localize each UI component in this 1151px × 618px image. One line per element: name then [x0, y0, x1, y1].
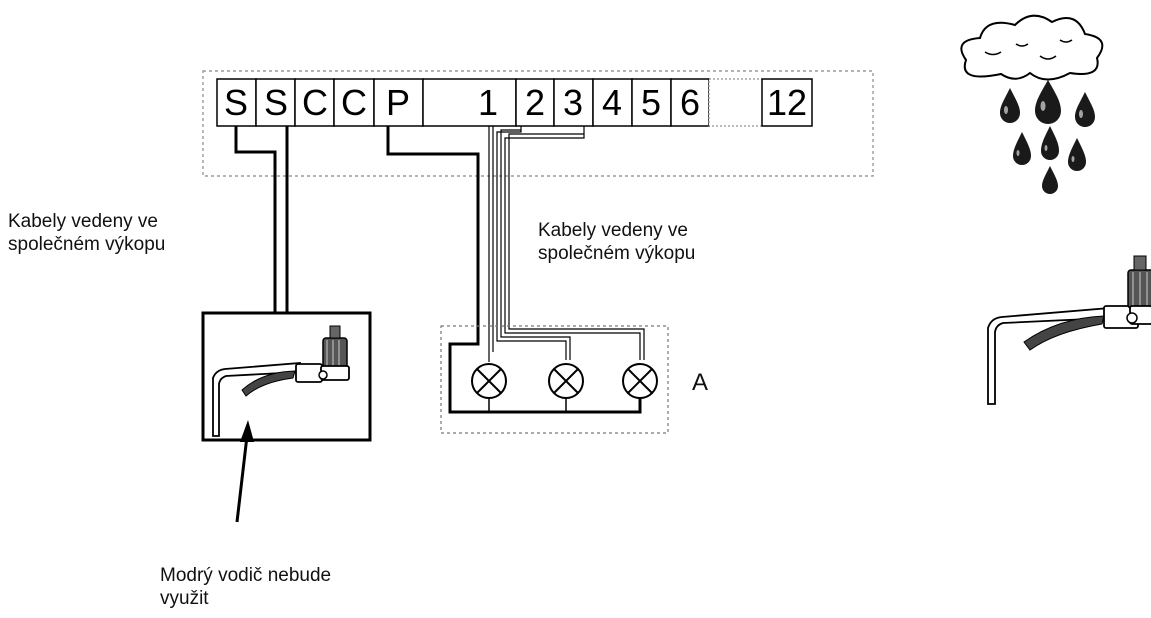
- sensor-wires: [234, 126, 289, 313]
- terminal-S1: [216, 78, 257, 127]
- terminal-2: [515, 78, 555, 127]
- common-wire: [386, 126, 642, 414]
- terminal-label-S2: S: [264, 82, 288, 123]
- rain-cloud-icon: [960, 14, 1104, 194]
- caption-center: Kabely vedeny ve společném výkopu: [538, 219, 695, 265]
- terminal-gap: [708, 78, 763, 127]
- arrow-up-icon: [235, 420, 254, 523]
- rain-sensor-icon: [212, 325, 350, 437]
- terminal-label-C1: C: [302, 82, 328, 123]
- valve-group-box: [440, 325, 669, 434]
- station-wires: [488, 126, 645, 362]
- terminal-label-1: 1: [478, 82, 498, 123]
- terminal-label-6: 6: [680, 82, 700, 123]
- terminal-label-S1: S: [224, 82, 248, 123]
- controller-outline: [202, 70, 874, 177]
- caption-left-line-1: Kabely vedeny ve: [8, 211, 158, 232]
- terminal-C2: [333, 78, 375, 127]
- terminal-label-C2: C: [341, 82, 367, 123]
- caption-bottom: Modrý vodič nebude využit: [160, 564, 331, 610]
- terminal-12: [761, 78, 813, 127]
- terminal-label-2: 2: [525, 82, 545, 123]
- terminal-label-3: 3: [563, 82, 583, 123]
- valve-group-label: A: [692, 369, 709, 396]
- terminal-label-5: 5: [641, 82, 661, 123]
- solenoid-valve-icon: [548, 363, 584, 399]
- caption-bottom-line-1: Modrý vodič nebude: [160, 565, 332, 586]
- common-wire-taps: [488, 398, 567, 412]
- solenoid-valve-icon: [622, 363, 658, 399]
- caption-center-line-2: společném výkopu: [538, 243, 696, 264]
- caption-center-line-1: Kabely vedeny ve: [538, 220, 688, 241]
- caption-left: Kabely vedeny ve společném výkopu: [8, 210, 165, 256]
- terminal-1: [422, 78, 517, 127]
- caption-left-line-2: společném výkopu: [8, 234, 166, 255]
- terminal-label-P: P: [386, 82, 410, 123]
- terminal-6: [670, 78, 710, 127]
- terminal-label-12: 12: [767, 82, 807, 123]
- terminal-4: [592, 78, 633, 127]
- caption-bottom-line-2: využit: [160, 588, 209, 609]
- solenoid-valve-icon: [471, 363, 507, 399]
- rain-sensor-icon: [987, 255, 1151, 405]
- terminal-strip: S S C C P 1 2 3 4 5 6 12: [216, 78, 813, 127]
- terminal-label-4: 4: [602, 82, 622, 123]
